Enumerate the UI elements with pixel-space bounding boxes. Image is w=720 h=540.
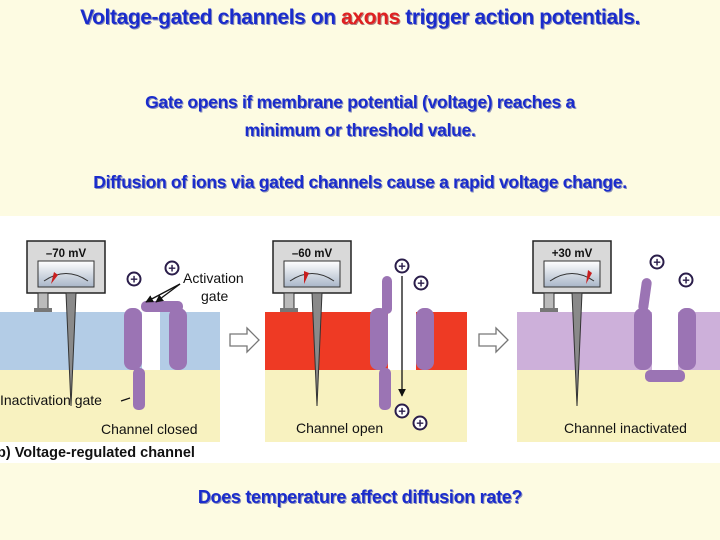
ion-symbol-2b: + — [417, 276, 425, 291]
question-text: Does temperature affect diffusion rate? — [197, 487, 523, 507]
inactivation-gate-pointer — [120, 397, 131, 402]
activation-gate-label-1: Activation — [183, 270, 244, 286]
voltmeter-needle-1 — [51, 272, 58, 284]
voltmeter-needle-3 — [586, 270, 592, 284]
ion-2a — [394, 258, 410, 274]
state-label-open: Channel open — [296, 420, 383, 436]
voltmeter-post-3 — [543, 292, 555, 310]
ion-1b — [164, 260, 180, 276]
state-label-closed: Channel closed — [101, 421, 198, 437]
activation-gate-label-2: gate — [201, 288, 228, 304]
meter-reading-closed: –70 mV — [46, 248, 87, 260]
figure-caption: b) Voltage-regulated channel — [0, 445, 195, 461]
inactivation-gate-inactivated — [645, 370, 685, 382]
electrode-2 — [311, 292, 323, 407]
transition-arrow-1 — [229, 326, 260, 354]
ion-symbol-3a: + — [653, 255, 661, 270]
membrane-open — [265, 312, 467, 370]
electrode-1 — [65, 292, 77, 407]
voltmeter-post-2 — [283, 292, 295, 310]
voltmeter-needle-2 — [304, 271, 309, 284]
inactivation-gate-closed — [133, 368, 145, 410]
ion-2d — [412, 415, 428, 431]
channel-protein-right-open — [416, 308, 434, 370]
cytoplasm-open — [265, 370, 467, 442]
voltmeter-post-1 — [37, 292, 49, 310]
meter-reading-inactivated: +30 mV — [552, 248, 593, 260]
panel-channel-closed: –70 mV + + Activation gate Inactivation … — [0, 240, 244, 442]
ion-3a — [649, 254, 665, 270]
transition-arrow-2 — [478, 326, 509, 354]
gate-opens-line-1: Gate opens if membrane potential (voltag… — [145, 92, 575, 112]
ion-2c — [394, 403, 410, 419]
voltmeter-scale-3 — [549, 273, 595, 282]
voltmeter-scale-1 — [43, 273, 89, 282]
activation-gate-inactivated — [638, 278, 652, 312]
electrode-3 — [571, 292, 583, 407]
ion-3b — [678, 272, 694, 288]
channel-pore-inactivated — [652, 308, 678, 370]
voltage-channel-figure: –70 mV + + Activation gate Inactivation … — [0, 216, 720, 463]
ion-2b — [413, 275, 429, 291]
channel-protein-right — [169, 308, 187, 370]
title-highlight-axons: axons — [341, 6, 400, 29]
ion-symbol-1a: + — [130, 272, 138, 287]
panel-channel-inactivated: +30 mV + + Channel inactivated — [517, 240, 720, 442]
activation-arrow-1 — [145, 283, 181, 303]
voltmeter-foot-2 — [280, 308, 298, 312]
voltmeter-foot-1 — [34, 308, 52, 312]
inactivation-gate-open — [379, 368, 391, 410]
ion-symbol-2a: + — [398, 259, 406, 274]
activation-arrow-2 — [155, 283, 181, 303]
voltmeter-scale-2 — [289, 273, 335, 282]
voltmeter-dial-2 — [283, 260, 341, 288]
channel-protein-left-open — [370, 308, 388, 370]
panel-channel-open: –60 mV + + + + Channel open — [265, 240, 467, 442]
channel-protein-left-inactivated — [634, 308, 652, 370]
gate-opens-text: Gate opens if membrane potential (voltag… — [0, 88, 720, 144]
channel-protein-left — [124, 308, 142, 370]
ion-symbol-3b: + — [682, 273, 690, 288]
cytoplasm-closed — [0, 370, 220, 442]
state-label-inactivated: Channel inactivated — [564, 420, 687, 436]
diffusion-text: Diffusion of ions via gated channels cau… — [93, 172, 627, 192]
title-part-2: trigger action potentials. — [399, 6, 640, 29]
voltmeter-foot-3 — [540, 308, 558, 312]
gate-opens-line-2: minimum or threshold value. — [244, 120, 476, 140]
ion-symbol-1b: + — [168, 261, 176, 276]
activation-gate-closed — [141, 301, 183, 312]
channel-protein-right-inactivated — [678, 308, 696, 370]
meter-reading-open: –60 mV — [292, 248, 333, 260]
ion-1a — [126, 271, 142, 287]
cytoplasm-inactivated — [517, 370, 720, 442]
ion-symbol-2c: + — [398, 404, 406, 419]
activation-gate-open — [382, 276, 392, 314]
ion-symbol-2d: + — [416, 416, 424, 431]
title-part-1: Voltage-gated channels on — [80, 6, 342, 29]
inactivation-gate-label: Inactivation gate — [0, 392, 102, 408]
channel-pore-closed — [142, 308, 160, 370]
slide-title: Voltage-gated channels on axons trigger … — [0, 6, 720, 30]
